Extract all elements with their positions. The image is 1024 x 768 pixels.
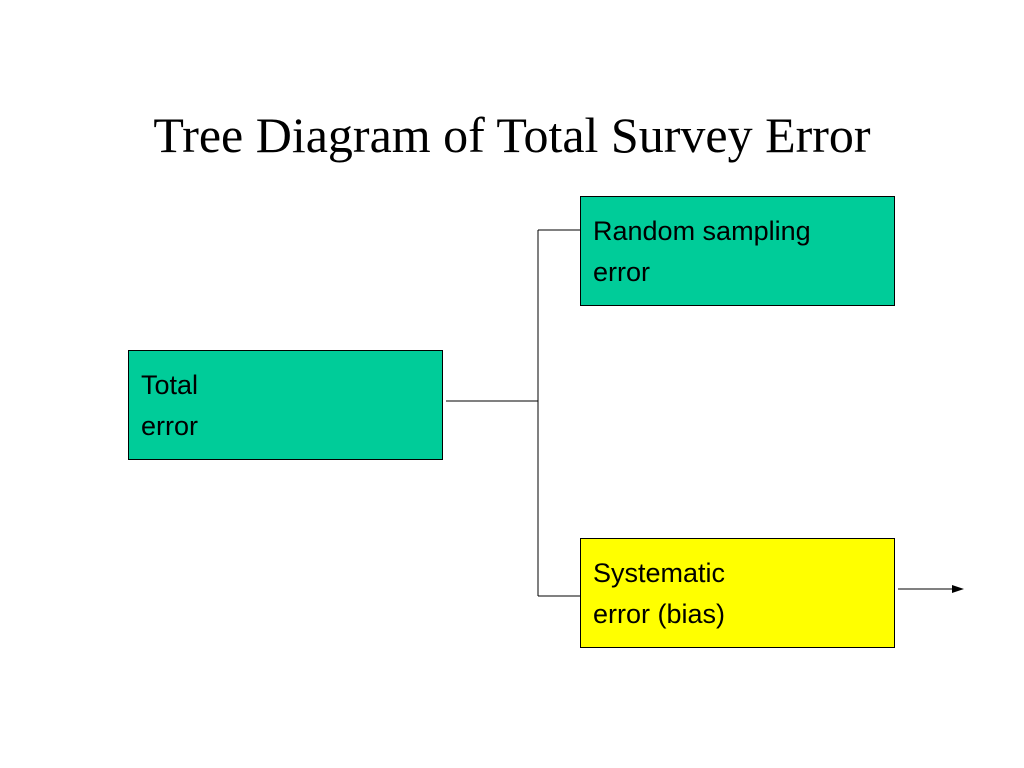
node-total-error: Total error (128, 350, 443, 460)
node-total-error-line2: error (141, 411, 199, 441)
node-systematic-error-line1: Systematic (593, 558, 726, 588)
node-total-error-line1: Total (141, 370, 199, 400)
slide-title: Tree Diagram of Total Survey Error (153, 107, 871, 163)
node-systematic-error: Systematic error (bias) (580, 538, 895, 648)
node-random-sampling-error-line2: error (593, 257, 651, 287)
arrow-right-icon (898, 585, 964, 593)
node-random-sampling-error-line1: Random sampling (593, 216, 811, 246)
node-systematic-error-line2: error (bias) (593, 599, 726, 629)
node-random-sampling-error: Random sampling error (580, 196, 895, 306)
